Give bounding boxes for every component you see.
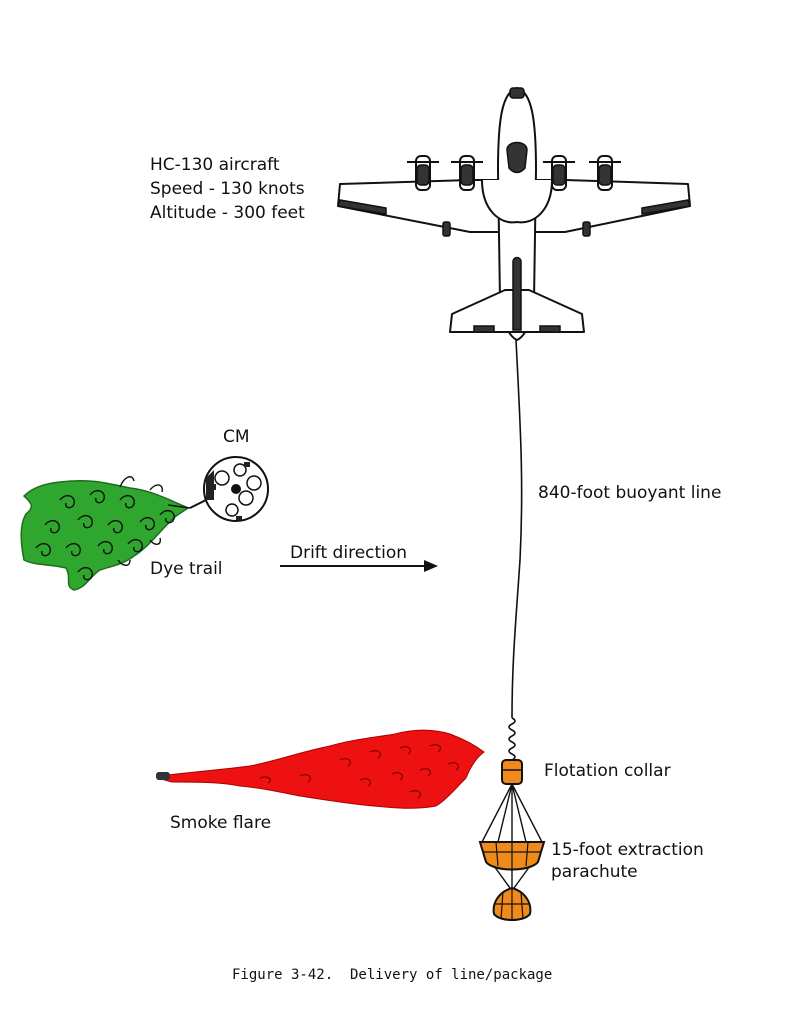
- parachute-label-line2: parachute: [551, 862, 638, 882]
- line-coil: [508, 717, 516, 767]
- drift-direction-label: Drift direction: [290, 543, 407, 563]
- flotation-collar: [501, 759, 523, 785]
- flotation-collar-label: Flotation collar: [544, 761, 671, 781]
- drift-arrow: [280, 560, 438, 572]
- buoyant-line-label: 840-foot buoyant line: [538, 483, 721, 503]
- parachute-label-line1: 15-foot extraction: [551, 840, 704, 860]
- smoke-flare-label: Smoke flare: [170, 813, 271, 833]
- extraction-parachute: [478, 783, 546, 921]
- engine-nacelles: [407, 155, 621, 237]
- figure-caption: Figure 3-42. Delivery of line/package: [232, 967, 552, 983]
- smoke-flare: [156, 729, 485, 809]
- buoyant-line: [511, 339, 523, 719]
- hc130-aircraft: [337, 87, 691, 341]
- dye-trail: [20, 476, 191, 591]
- speed-label: Speed - 130 knots: [150, 179, 305, 199]
- altitude-label: Altitude - 300 feet: [150, 203, 305, 223]
- aircraft-label: HC-130 aircraft: [150, 155, 280, 175]
- command-module: [189, 456, 269, 522]
- cm-label: CM: [223, 427, 250, 447]
- dye-trail-label: Dye trail: [150, 559, 223, 579]
